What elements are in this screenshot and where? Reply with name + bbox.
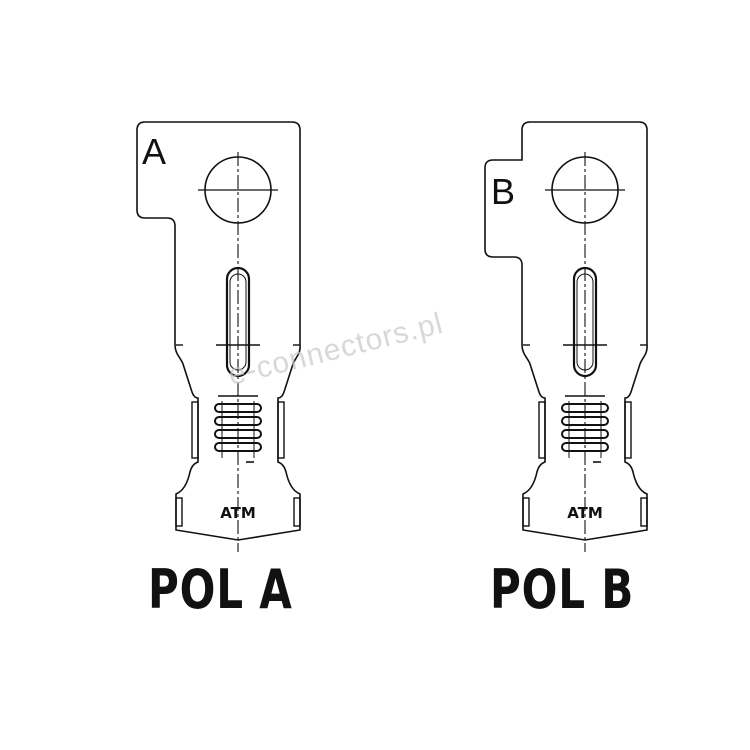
crimp-serration (561, 429, 609, 439)
atm-logo: ATM (220, 504, 256, 522)
insulation-wing (175, 497, 183, 527)
crimp-wing (277, 401, 285, 459)
crimp-wing (538, 401, 546, 459)
terminal-pol-b: ATM B (484, 121, 648, 552)
crimp-serration (214, 442, 262, 452)
locking-slot (572, 266, 598, 378)
insulation-wing (293, 497, 301, 527)
locking-slot-inner (576, 273, 594, 371)
crimp-serration (561, 416, 609, 426)
locking-slot (225, 266, 251, 378)
atm-logo: ATM (567, 504, 603, 522)
crimp-serration (561, 442, 609, 452)
crimp-wing (191, 401, 199, 459)
caption-pol-b: POL B (490, 558, 635, 621)
crimp-serration (561, 403, 609, 413)
terminal-outline (136, 121, 301, 541)
crimp-serration (214, 416, 262, 426)
crimp-wing (624, 401, 632, 459)
tab-letter: A (142, 131, 166, 172)
locking-slot-inner (229, 273, 247, 371)
insulation-wing (640, 497, 648, 527)
terminal-outline (484, 121, 648, 541)
insulation-wing (522, 497, 530, 527)
caption-pol-a: POL A (148, 558, 293, 621)
crimp-serration (214, 403, 262, 413)
terminal-pol-a: ATM A (136, 121, 301, 552)
tab-letter: B (491, 171, 515, 212)
crimp-serration (214, 429, 262, 439)
